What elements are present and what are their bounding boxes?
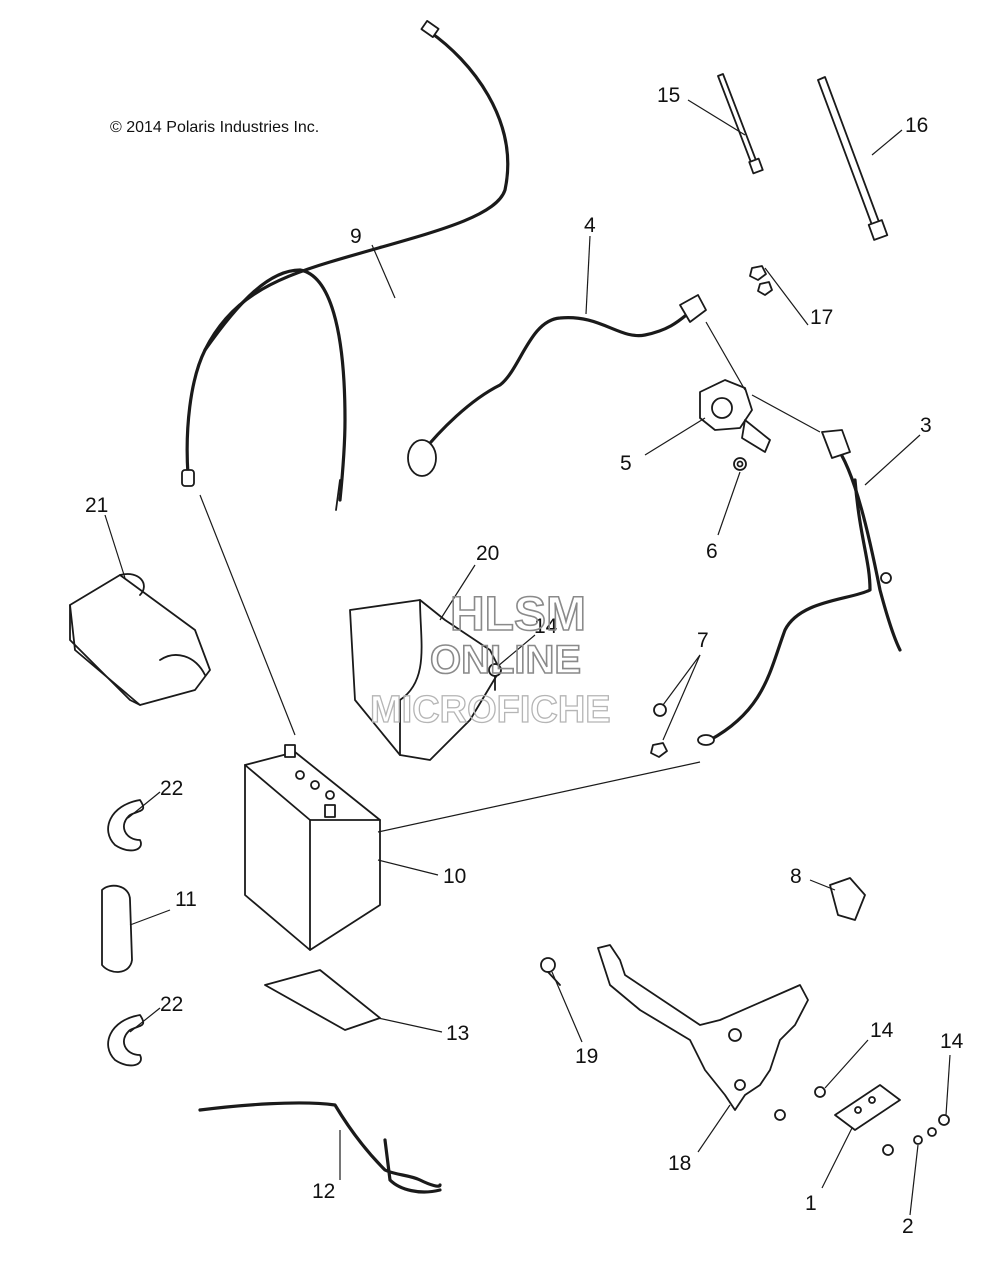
part-9-battery-cable xyxy=(181,19,510,511)
part-6-fastener xyxy=(733,457,747,471)
callout-12: 12 xyxy=(312,1180,335,1203)
callout-14-far-right: 14 xyxy=(940,1030,964,1053)
part-3-negative-cable xyxy=(697,429,902,746)
part-11-strap xyxy=(101,884,133,973)
part-14-bolts-right xyxy=(774,1086,950,1156)
callout-1: 1 xyxy=(805,1192,817,1215)
part-15-cable-tie xyxy=(717,73,764,175)
callout-5: 5 xyxy=(620,452,632,475)
callout-4: 4 xyxy=(584,214,596,237)
part-13-pad xyxy=(264,969,381,1031)
callout-9: 9 xyxy=(350,225,362,248)
part-7-bolt-nut xyxy=(650,703,668,758)
callout-11: 11 xyxy=(175,888,197,911)
leader-lines xyxy=(104,99,951,1216)
callout-14-right: 14 xyxy=(870,1019,894,1042)
part-10-battery xyxy=(244,744,381,951)
callout-18: 18 xyxy=(668,1152,691,1175)
part-21-battery-cover xyxy=(69,573,211,706)
callout-22-upper: 22 xyxy=(160,777,183,800)
part-4-starter-cable xyxy=(407,294,707,477)
callout-14-center: 14 xyxy=(534,615,558,638)
callout-8: 8 xyxy=(790,865,802,888)
callout-13: 13 xyxy=(446,1022,469,1045)
callout-6: 6 xyxy=(706,540,718,563)
callout-2: 2 xyxy=(902,1215,914,1238)
callout-22-lower: 22 xyxy=(160,993,183,1016)
part-20-panel xyxy=(349,599,501,761)
watermark-line-3: MICROFICHE xyxy=(370,689,611,731)
callout-3: 3 xyxy=(920,414,932,437)
callout-16: 16 xyxy=(905,114,928,137)
callout-7: 7 xyxy=(697,629,709,652)
part-2-washers xyxy=(913,1127,937,1145)
part-8-clip xyxy=(829,877,866,921)
callout-21: 21 xyxy=(85,494,108,517)
callout-10: 10 xyxy=(443,865,466,888)
part-5-solenoid xyxy=(699,321,821,453)
watermark-line-1: HLSM xyxy=(450,588,586,641)
part-12-vent-tube xyxy=(198,1101,442,1194)
part-16-cable-tie xyxy=(817,76,889,241)
copyright-text: © 2014 Polaris Industries Inc. xyxy=(110,119,319,136)
callout-19: 19 xyxy=(575,1045,598,1068)
part-17-nuts xyxy=(749,265,773,296)
part-22-clip-lower xyxy=(107,1014,145,1067)
callout-labels: 15 16 9 4 17 3 5 6 21 20 14 7 22 10 8 11… xyxy=(85,84,964,1238)
callout-15: 15 xyxy=(657,84,680,107)
watermark-line-2: ONLINE xyxy=(430,638,581,682)
callout-17: 17 xyxy=(810,306,833,329)
part-1-terminal-block xyxy=(834,1084,901,1131)
watermark: HLSM ONLINE MICROFICHE xyxy=(369,587,611,731)
part-19-screw xyxy=(540,957,561,986)
part-18-bracket xyxy=(597,944,809,1111)
callout-20: 20 xyxy=(476,542,499,565)
part-22-clip-upper xyxy=(107,799,145,852)
part-14-bolt-center xyxy=(488,663,502,691)
